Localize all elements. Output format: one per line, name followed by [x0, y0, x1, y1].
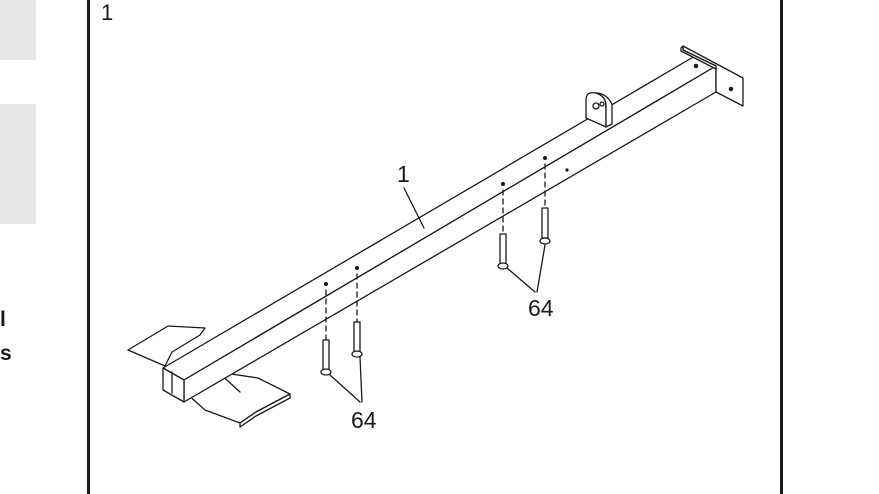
step-number: 1	[101, 0, 114, 25]
step-frame-right-border	[780, 0, 783, 494]
leader-lines	[329, 187, 546, 403]
main-frame-tube	[162, 55, 717, 403]
side-tab-top	[0, 0, 36, 60]
side-tab-middle	[0, 104, 36, 224]
callout-bolts-right-64: 64	[528, 295, 554, 321]
bolt-guide-lines	[325, 163, 546, 341]
bolts-64	[320, 207, 551, 376]
tube-holes	[324, 156, 569, 286]
bolt-left-b	[351, 321, 363, 358]
bolt-left-a	[320, 339, 332, 376]
bolt-right-a	[497, 233, 509, 270]
callout-bolts-left-64: 64	[351, 407, 377, 433]
pivot-bracket	[585, 92, 613, 128]
step-frame-left-border	[87, 0, 90, 494]
side-text-fragment-1: l	[0, 308, 6, 331]
bolt-right-b	[539, 207, 551, 245]
callout-frame-1: 1	[397, 161, 410, 187]
side-text-fragment-2: s	[0, 342, 12, 365]
rear-mounting-plate	[680, 45, 744, 107]
